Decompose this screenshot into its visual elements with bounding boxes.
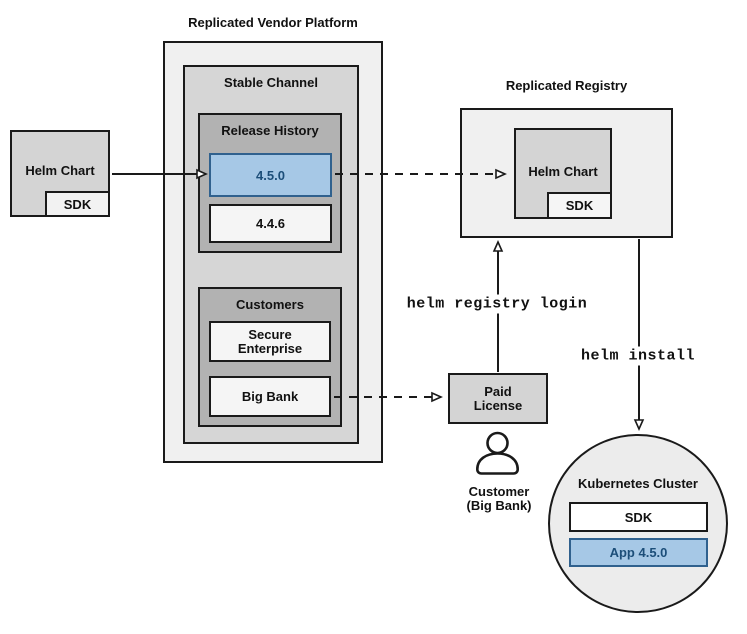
registry-sdk-label: SDK bbox=[565, 198, 594, 213]
source-sdk-label: SDK bbox=[63, 196, 92, 212]
paid-license-box: Paid License bbox=[448, 373, 548, 424]
release-version-label: 4.4.6 bbox=[256, 216, 285, 231]
customer-item-label: Big Bank bbox=[241, 389, 299, 404]
command-registry-login: helm registry login bbox=[403, 294, 591, 314]
customer-item-secure-enterprise: Secure Enterprise bbox=[209, 321, 331, 362]
customer-caption: Customer (Big Bank) bbox=[466, 484, 532, 513]
customer-item-big-bank: Big Bank bbox=[209, 376, 331, 417]
source-sdk-box: SDK bbox=[45, 191, 110, 217]
registry-title: Replicated Registry bbox=[505, 78, 628, 93]
release-history-title: Release History bbox=[221, 123, 319, 138]
stable-channel-title: Stable Channel bbox=[224, 75, 318, 90]
kubernetes-cluster-title: Kubernetes Cluster bbox=[578, 476, 698, 491]
paid-license-label: Paid License bbox=[473, 383, 523, 413]
cluster-app-box: App 4.5.0 bbox=[569, 538, 708, 567]
cluster-sdk-label: SDK bbox=[624, 509, 653, 525]
cluster-app-label: App 4.5.0 bbox=[609, 545, 668, 560]
registry-sdk-box: SDK bbox=[547, 192, 612, 219]
customers-title: Customers bbox=[236, 297, 304, 312]
command-helm-install: helm install bbox=[577, 346, 699, 366]
release-item-4-4-6: 4.4.6 bbox=[209, 204, 332, 243]
vendor-platform-title: Replicated Vendor Platform bbox=[188, 15, 358, 30]
release-item-4-5-0: 4.5.0 bbox=[209, 153, 332, 197]
person-icon bbox=[475, 431, 520, 475]
cluster-sdk-box: SDK bbox=[569, 502, 708, 532]
release-version-label: 4.5.0 bbox=[256, 167, 285, 183]
source-helm-chart-label: Helm Chart bbox=[25, 163, 95, 178]
customer-item-label: Secure Enterprise bbox=[237, 326, 303, 356]
registry-helm-chart-label: Helm Chart bbox=[528, 164, 598, 179]
